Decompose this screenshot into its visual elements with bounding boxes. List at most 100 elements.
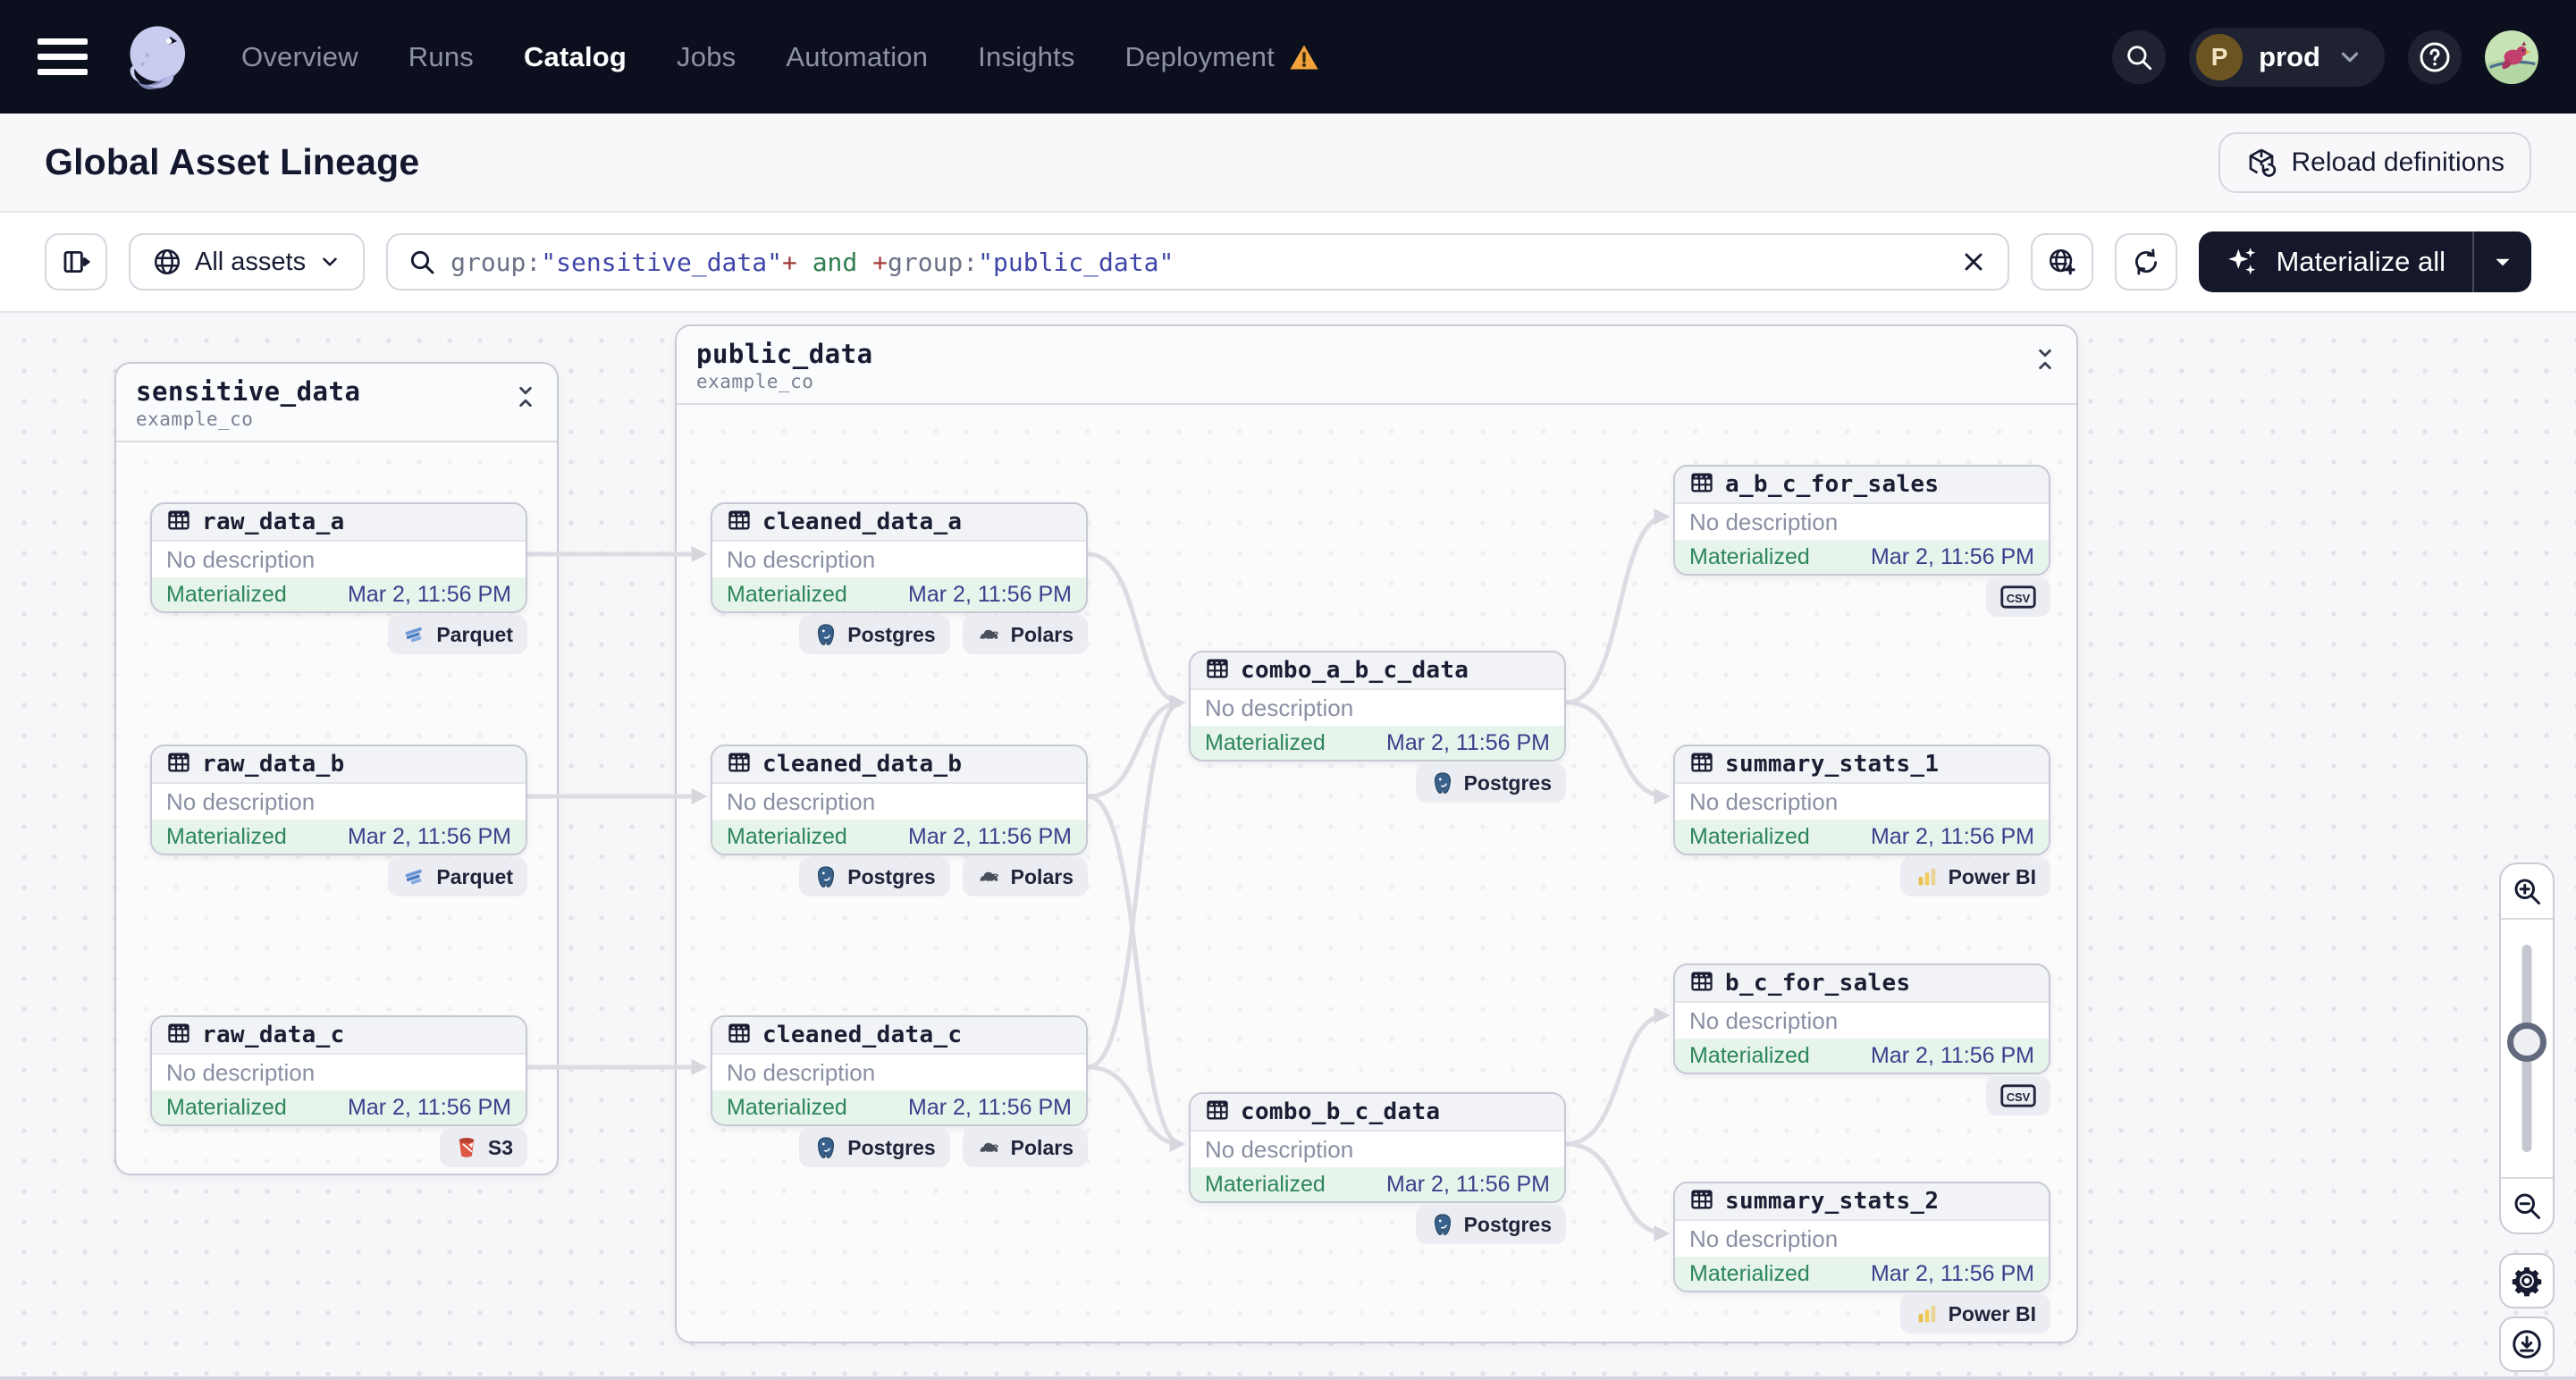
sparkles-icon: [2228, 248, 2256, 275]
asset-timestamp: Mar 2, 11:56 PM: [1871, 543, 2034, 569]
group-repo-label: example_co: [696, 371, 814, 392]
collapse-group-icon[interactable]: [514, 376, 537, 415]
settings-gear-icon[interactable]: [2499, 1253, 2555, 1308]
kind-badge-polars: Polars: [962, 615, 1088, 654]
asset-search-input[interactable]: group:"sensitive_data"+ and +group:"publ…: [386, 233, 2010, 290]
nav-item-deployment[interactable]: Deployment: [1125, 41, 1319, 73]
postgres-icon: [813, 1135, 838, 1160]
globe-add-button[interactable]: [2031, 233, 2094, 290]
download-icon[interactable]: [2499, 1317, 2555, 1372]
asset-status: Materialized: [1689, 823, 1810, 849]
asset-kind-badges: Postgres Polars: [711, 615, 1088, 654]
asset-kind-badges: Parquet: [150, 615, 527, 654]
group-repo-label: example_co: [136, 408, 254, 430]
help-icon[interactable]: [2408, 29, 2462, 84]
refresh-button[interactable]: [2115, 233, 2178, 290]
zoom-out-icon[interactable]: [2501, 1177, 2553, 1233]
table-icon: [166, 750, 191, 779]
nav-item-label: Overview: [241, 40, 358, 72]
table-icon: [1689, 969, 1714, 998]
page-header: Global Asset Lineage Reload definitions: [0, 114, 2576, 213]
svg-text:CSV: CSV: [2007, 592, 2031, 605]
group-title: sensitive_data: [136, 376, 361, 407]
kind-badge-postgres: Postgres: [799, 615, 950, 654]
globe-icon: [154, 248, 181, 275]
collapse-group-icon[interactable]: [2033, 339, 2057, 377]
postgres-icon: [813, 622, 838, 647]
table-icon: [166, 1021, 191, 1050]
deployment-switcher[interactable]: P prod: [2189, 27, 2385, 87]
materialize-options-caret[interactable]: [2472, 231, 2531, 292]
asset-scope-label: All assets: [195, 247, 307, 276]
nav-item-jobs[interactable]: Jobs: [677, 41, 736, 73]
dagster-logo-icon[interactable]: [120, 21, 193, 94]
nav-item-catalog[interactable]: Catalog: [524, 41, 627, 73]
postgres-icon: [1430, 1212, 1455, 1237]
group-title: public_data: [696, 339, 873, 369]
close-icon[interactable]: [1959, 248, 1988, 276]
zoom-slider-thumb[interactable]: [2507, 1022, 2547, 1063]
asset-node-header: a_b_c_for_sales: [1675, 467, 2049, 504]
asset-scope-dropdown[interactable]: All assets: [129, 233, 366, 290]
asset-description: No description: [727, 787, 876, 815]
nav-item-label: Insights: [978, 40, 1075, 72]
materialize-all-label: Materialize all: [2276, 246, 2446, 277]
asset-kind-badges: Parquet: [150, 857, 527, 896]
kind-badge-csv: CSV: [1986, 1076, 2050, 1115]
asset-name: raw_data_b: [202, 751, 345, 778]
nav-item-overview[interactable]: Overview: [241, 41, 358, 73]
reload-definitions-button[interactable]: Reload definitions: [2218, 131, 2531, 193]
asset-status: Materialized: [166, 823, 287, 849]
nav-item-runs[interactable]: Runs: [408, 41, 474, 73]
kind-badge-postgres: Postgres: [1415, 763, 1566, 803]
asset-node-header: cleaned_data_b: [712, 746, 1086, 784]
asset-name: cleaned_data_a: [762, 509, 963, 535]
nav-item-automation[interactable]: Automation: [786, 41, 928, 73]
kind-badge-label: Parquet: [436, 622, 513, 646]
nav-item-insights[interactable]: Insights: [978, 41, 1074, 73]
asset-kind-badges: Power BI: [1673, 857, 2050, 896]
asset-node-header: cleaned_data_a: [712, 504, 1086, 542]
zoom-slider[interactable]: [2501, 920, 2553, 1177]
asset-name: summary_stats_1: [1725, 751, 1940, 778]
asset-description: No description: [1205, 694, 1354, 721]
search-icon: [410, 250, 434, 274]
asset-timestamp: Mar 2, 11:56 PM: [1871, 1042, 2034, 1068]
asset-kind-badges: CSV: [1673, 1076, 2050, 1115]
asset-status: Materialized: [1205, 1171, 1326, 1197]
asset-kind-badges: CSV: [1673, 577, 2050, 617]
kind-badge-polars: Polars: [962, 857, 1088, 896]
search-icon[interactable]: [2112, 29, 2167, 84]
asset-status: Materialized: [727, 823, 847, 849]
kind-badge-postgres: Postgres: [1415, 1205, 1566, 1244]
materialize-all-button[interactable]: Materialize all: [2199, 231, 2531, 292]
asset-description: No description: [166, 545, 316, 573]
zoom-in-icon[interactable]: [2501, 864, 2553, 920]
reload-definitions-label: Reload definitions: [2291, 147, 2505, 177]
asset-status: Materialized: [166, 1094, 287, 1120]
open-left-panel-button[interactable]: [45, 233, 107, 290]
asset-status: Materialized: [1205, 729, 1326, 755]
user-avatar[interactable]: [2485, 29, 2538, 84]
asset-node-header: combo_b_c_data: [1191, 1094, 1564, 1132]
asset-timestamp: Mar 2, 11:56 PM: [348, 581, 511, 607]
menu-icon[interactable]: [38, 28, 97, 87]
